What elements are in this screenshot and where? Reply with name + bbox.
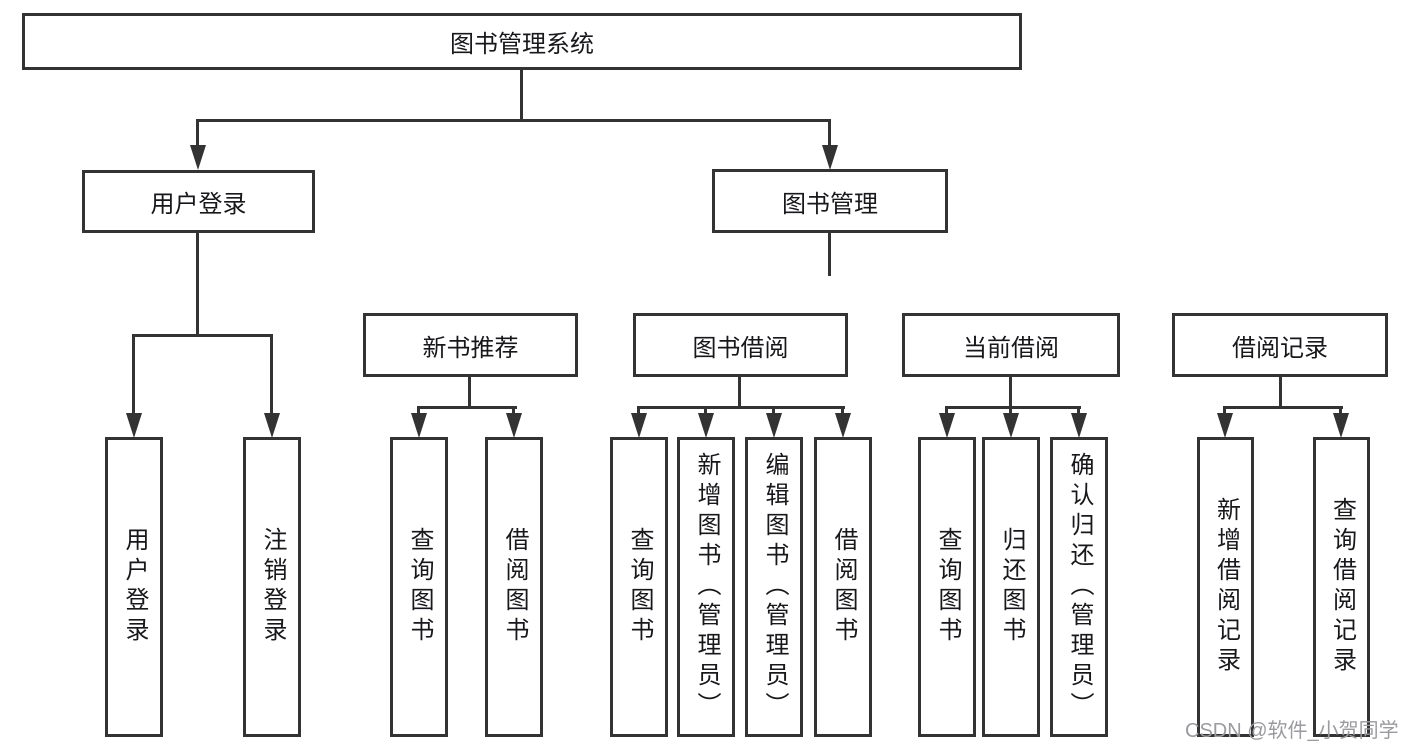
node-label: 当前借阅 bbox=[963, 334, 1059, 362]
arrow-line bbox=[1077, 406, 1080, 418]
arrow-down-icon bbox=[835, 413, 851, 438]
node-new-book-recommendation: 新书推荐 bbox=[363, 313, 578, 377]
leaf-label: 归还图书 bbox=[998, 527, 1025, 647]
connector-user-login-split bbox=[132, 334, 273, 337]
connector-book-borrow-stem bbox=[738, 374, 741, 409]
node-label: 图书管理 bbox=[782, 190, 878, 218]
node-borrowing-records: 借阅记录 bbox=[1172, 313, 1388, 377]
node-current-borrowing: 当前借阅 bbox=[902, 313, 1120, 377]
leaf-label: 查询图书 bbox=[934, 527, 961, 647]
leaf-return-books: 归还图书 bbox=[982, 437, 1040, 737]
node-label: 图书管理系统 bbox=[450, 31, 594, 58]
arrow-down-icon bbox=[1071, 413, 1087, 438]
watermark: CSDN @软件_小贺同学 bbox=[1185, 720, 1399, 742]
arrow-line bbox=[196, 119, 199, 151]
arrow-down-icon bbox=[631, 413, 647, 438]
leaf-label: 注销登录 bbox=[259, 527, 286, 647]
leaf-label: 用户登录 bbox=[121, 527, 148, 647]
connector-borrow-records-split bbox=[1223, 406, 1343, 409]
connector-book-borrow-split bbox=[637, 406, 845, 409]
leaf-add-book-admin: 新增图书（管理员） bbox=[677, 437, 735, 737]
leaf-label: 查询图书 bbox=[626, 527, 653, 647]
arrow-down-icon bbox=[698, 413, 714, 438]
leaf-edit-book-admin: 编辑图书（管理员） bbox=[745, 437, 803, 737]
arrow-down-icon bbox=[939, 413, 955, 438]
arrow-line bbox=[1223, 406, 1226, 418]
connector-user-login-stem bbox=[196, 230, 199, 337]
node-label: 新书推荐 bbox=[422, 334, 519, 362]
arrow-line bbox=[512, 406, 515, 418]
arrow-down-icon bbox=[1217, 413, 1233, 438]
node-label: 借阅记录 bbox=[1232, 334, 1328, 362]
connector-root-stem bbox=[520, 68, 523, 122]
arrow-down-icon bbox=[411, 413, 427, 438]
arrow-line bbox=[772, 406, 775, 418]
leaf-query-books-1: 查询图书 bbox=[390, 437, 448, 737]
arrow-down-icon bbox=[506, 413, 522, 438]
arrow-line bbox=[270, 334, 273, 417]
leaf-query-books-3: 查询图书 bbox=[918, 437, 976, 737]
leaf-borrow-books-2: 借阅图书 bbox=[814, 437, 872, 737]
node-library-management-system: 图书管理系统 bbox=[22, 13, 1022, 70]
leaf-borrow-books-1: 借阅图书 bbox=[485, 437, 543, 737]
arrow-down-icon bbox=[190, 145, 206, 170]
node-label: 用户登录 bbox=[150, 191, 247, 218]
leaf-label: 查询图书 bbox=[406, 527, 433, 647]
arrow-line bbox=[704, 406, 707, 418]
connector-new-book-stem bbox=[468, 374, 471, 409]
leaf-label: 借阅图书 bbox=[830, 527, 857, 647]
arrow-down-icon bbox=[264, 413, 280, 438]
node-book-management: 图书管理 bbox=[712, 169, 948, 233]
leaf-user-login: 用户登录 bbox=[105, 437, 163, 737]
connector-new-book-split bbox=[417, 406, 517, 409]
arrow-line bbox=[945, 406, 948, 418]
arrow-line bbox=[828, 119, 831, 151]
leaf-logout: 注销登录 bbox=[243, 437, 301, 737]
node-user-login: 用户登录 bbox=[82, 170, 315, 233]
connector-root-split bbox=[196, 119, 831, 122]
arrow-line bbox=[417, 406, 420, 418]
leaf-confirm-return-admin: 确认归还（管理员） bbox=[1050, 437, 1108, 737]
leaf-add-borrow-record: 新增借阅记录 bbox=[1197, 437, 1254, 737]
connector-current-borrow-stem bbox=[1009, 374, 1012, 409]
leaf-label: 确认归还（管理员） bbox=[1066, 452, 1093, 722]
leaf-label: 借阅图书 bbox=[501, 527, 528, 647]
leaf-query-borrow-record: 查询借阅记录 bbox=[1313, 437, 1370, 737]
leaf-label: 新增借阅记录 bbox=[1212, 497, 1240, 677]
arrow-line bbox=[1339, 406, 1342, 418]
leaf-label: 新增图书（管理员） bbox=[693, 452, 720, 722]
arrow-line bbox=[1009, 406, 1012, 418]
leaf-label: 编辑图书（管理员） bbox=[761, 452, 788, 722]
connector-current-borrow-split bbox=[945, 406, 1081, 409]
node-label: 图书借阅 bbox=[692, 334, 789, 362]
arrow-down-icon bbox=[1003, 413, 1019, 438]
arrow-line bbox=[637, 406, 640, 418]
arrow-down-icon bbox=[126, 413, 142, 438]
node-book-borrowing: 图书借阅 bbox=[633, 313, 848, 377]
connector-book-management-stem bbox=[828, 230, 831, 276]
arrow-line bbox=[132, 334, 135, 417]
leaf-query-books-2: 查询图书 bbox=[610, 437, 668, 737]
arrow-down-icon bbox=[822, 145, 838, 170]
arrow-down-icon bbox=[1333, 413, 1349, 438]
leaf-label: 查询借阅记录 bbox=[1328, 497, 1356, 677]
arrow-down-icon bbox=[766, 413, 782, 438]
arrow-line bbox=[841, 406, 844, 418]
connector-borrow-records-stem bbox=[1279, 374, 1282, 409]
